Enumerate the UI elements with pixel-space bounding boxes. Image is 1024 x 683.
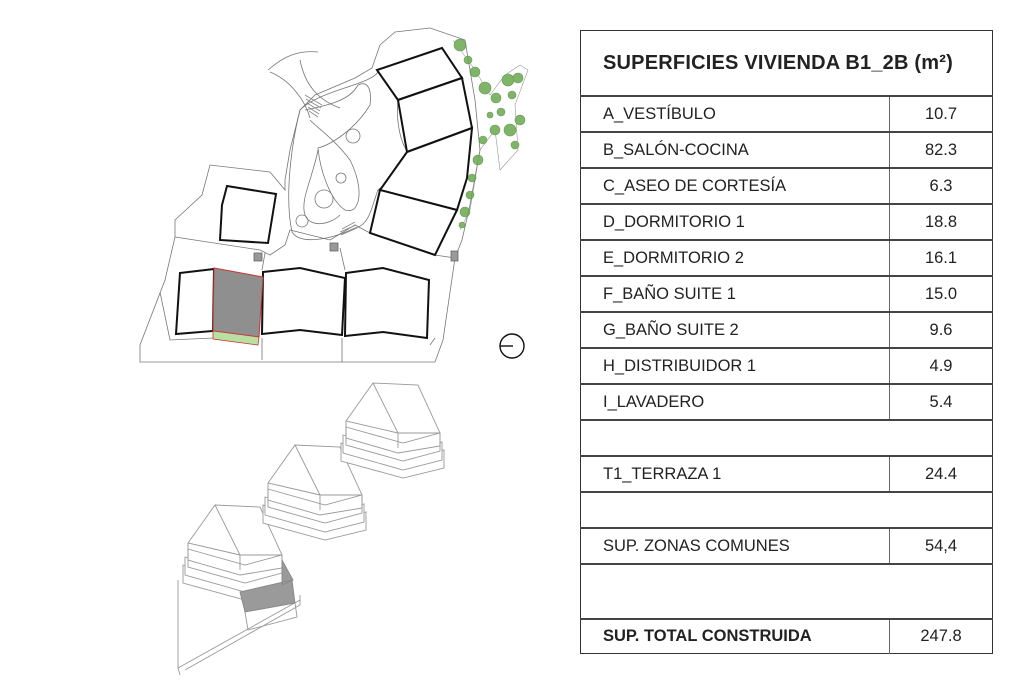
pond bbox=[295, 214, 309, 228]
unit-lower-4 bbox=[343, 266, 431, 340]
unit-upper-left bbox=[218, 184, 278, 245]
terrace-value: 24.4 bbox=[889, 456, 993, 493]
room-label: I_LAVADERO bbox=[580, 384, 890, 421]
room-label: C_ASEO DE CORTESÍA bbox=[580, 168, 890, 205]
room-label: A_VESTÍBULO bbox=[580, 96, 890, 133]
vegetation bbox=[452, 38, 529, 231]
room-label: H_DISTRIBUIDOR 1 bbox=[580, 348, 890, 385]
room-label: E_DORMITORIO 2 bbox=[580, 240, 890, 277]
room-value: 82.3 bbox=[889, 132, 993, 169]
room-value: 5.4 bbox=[889, 384, 993, 421]
spacer-row bbox=[580, 420, 993, 457]
pond bbox=[345, 128, 361, 144]
room-value: 6.3 bbox=[889, 168, 993, 205]
total-label: SUP. TOTAL CONSTRUIDA bbox=[580, 619, 890, 654]
room-value: 18.8 bbox=[889, 204, 993, 241]
room-value: 4.9 bbox=[889, 348, 993, 385]
room-value: 10.7 bbox=[889, 96, 993, 133]
terrace-t1 bbox=[212, 330, 260, 346]
axonometric-view bbox=[177, 382, 445, 676]
north-arrow bbox=[499, 333, 525, 359]
room-label: B_SALÓN-COCINA bbox=[580, 132, 890, 169]
spacer-row bbox=[580, 492, 993, 529]
unit-upper-right-3 bbox=[378, 126, 474, 212]
site-plan bbox=[139, 27, 481, 363]
unit-b1-2b-highlighted bbox=[212, 267, 264, 338]
room-value: 16.1 bbox=[889, 240, 993, 277]
arc-large bbox=[267, 51, 341, 109]
common-areas-label: SUP. ZONAS COMUNES bbox=[580, 528, 890, 565]
room-value: 9.6 bbox=[889, 312, 993, 349]
table-title: SUPERFICIES VIVIENDA B1_2B (m²) bbox=[580, 30, 993, 97]
room-label: G_BAÑO SUITE 2 bbox=[580, 312, 890, 349]
unit-lower-1 bbox=[174, 267, 216, 336]
pond bbox=[314, 189, 334, 209]
pond bbox=[335, 172, 347, 184]
spacer-row bbox=[580, 564, 993, 620]
unit-upper-right-4 bbox=[368, 188, 459, 257]
common-areas-value: 54,4 bbox=[889, 528, 993, 565]
total-value: 247.8 bbox=[920, 627, 962, 645]
room-label: D_DORMITORIO 1 bbox=[580, 204, 890, 241]
surface-table: SUPERFICIES VIVIENDA B1_2B (m²) A_VESTÍB… bbox=[580, 30, 993, 654]
room-value: 15.0 bbox=[889, 276, 993, 313]
site-boundary bbox=[139, 27, 481, 363]
unit-lower-3 bbox=[260, 266, 347, 337]
building-units bbox=[174, 46, 474, 346]
total-row: SUP. TOTAL CONSTRUIDA 247.8 bbox=[580, 619, 993, 654]
terrace-label: T1_TERRAZA 1 bbox=[580, 456, 890, 493]
room-label: F_BAÑO SUITE 1 bbox=[580, 276, 890, 313]
